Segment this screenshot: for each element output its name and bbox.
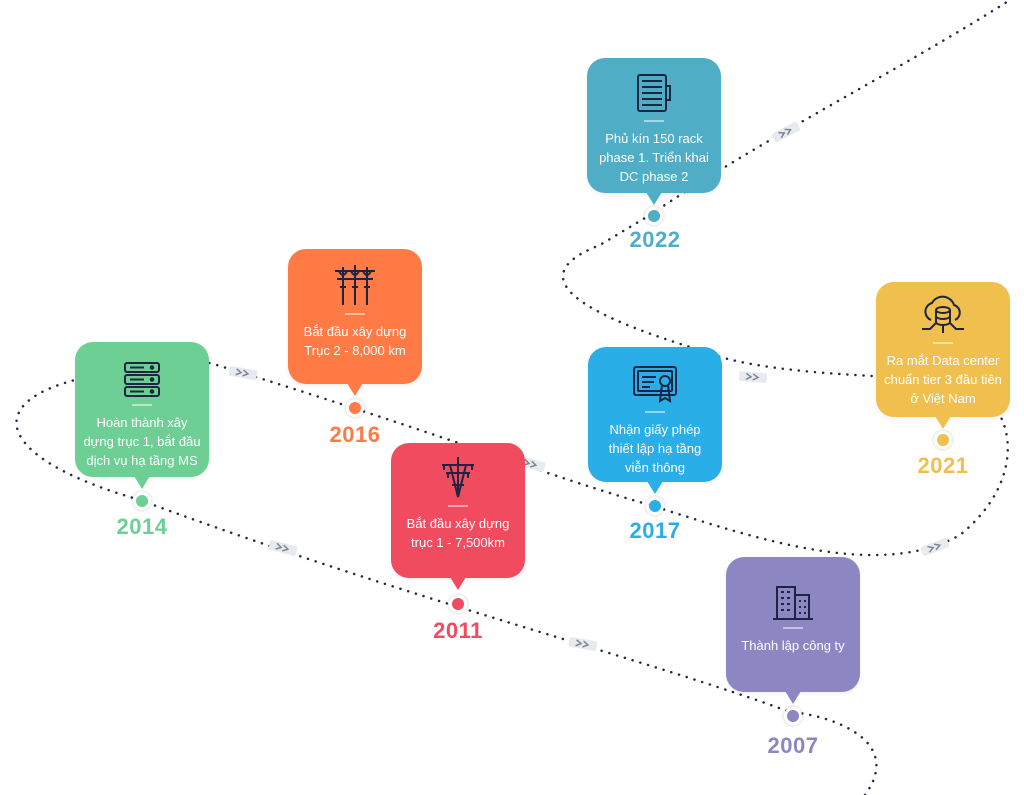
timeline-dot-2022 (648, 210, 660, 222)
chevron-marker (738, 370, 768, 384)
road-path (15, 0, 1012, 795)
office-building-icon (773, 586, 813, 620)
year-label-2014: 2014 (116, 514, 168, 539)
milestone-card-2022: Phủ kín 150 rack phase 1. Triển khai DC … (587, 58, 721, 205)
timeline-dot-2011 (452, 598, 464, 610)
milestone-card-2017: Nhận giấy phép thiết lập hạ tầng viễn th… (588, 347, 722, 494)
milestone-card-2016: Bắt đầu xây dựng Trục 2 - 8,000 km (288, 249, 422, 396)
year-label-2022: 2022 (629, 227, 681, 252)
card-divider (644, 120, 664, 122)
power-pylon-icon (442, 457, 474, 498)
timeline-dot-2016 (349, 402, 361, 414)
milestone-text-2017: Nhận giấy phép thiết lập hạ tầng viễn th… (608, 422, 702, 475)
server-stack-icon (124, 362, 160, 397)
power-line-icon (335, 265, 375, 305)
milestone-card-2014: Hoàn thành xây dựng trục 1, bắt đầu dịch… (75, 342, 209, 489)
year-label-2007: 2007 (767, 733, 819, 758)
year-label-2011: 2011 (433, 618, 483, 643)
certificate-icon (633, 366, 677, 403)
timeline-dot-2017 (649, 500, 661, 512)
server-rack-icon (637, 74, 671, 112)
card-divider (132, 404, 152, 406)
milestone-text-2021: Ra mắt Data center chuẩn tier 3 đầu tiên… (884, 353, 1002, 406)
milestone-text-2016: Bắt đầu xây dựng Trục 2 - 8,000 km (303, 324, 407, 358)
card-divider (933, 342, 953, 344)
card-divider (645, 411, 665, 413)
timeline-dot-2007 (787, 710, 799, 722)
milestone-card-2011: Bắt đầu xây dựng trục 1 - 7,500km (391, 443, 525, 590)
card-divider (783, 627, 803, 629)
timeline-dot-2014 (136, 495, 148, 507)
milestone-card-2007: Thành lập công ty (726, 557, 860, 704)
year-label-2021: 2021 (917, 453, 969, 478)
chevron-marker (268, 539, 298, 557)
card-divider (345, 313, 365, 315)
year-label-2017: 2017 (629, 518, 681, 543)
milestone-text-2014: Hoàn thành xây dựng trục 1, bắt đầu dịch… (83, 415, 201, 468)
card-divider (448, 505, 468, 507)
milestone-text-2007: Thành lập công ty (741, 638, 845, 653)
milestone-text-2022: Phủ kín 150 rack phase 1. Triển khai DC … (599, 131, 709, 184)
milestone-text-2011: Bắt đầu xây dựng trục 1 - 7,500km (406, 516, 510, 550)
chevron-marker (920, 538, 950, 556)
chevron-marker (568, 636, 598, 652)
milestone-card-2021: Ra mắt Data center chuẩn tier 3 đầu tiên… (876, 282, 1010, 429)
year-label-2016: 2016 (329, 422, 381, 447)
chevron-marker (771, 121, 801, 143)
timeline-dot-2021 (937, 434, 949, 446)
chevron-marker (228, 365, 258, 381)
cloud-database-icon (922, 295, 964, 333)
